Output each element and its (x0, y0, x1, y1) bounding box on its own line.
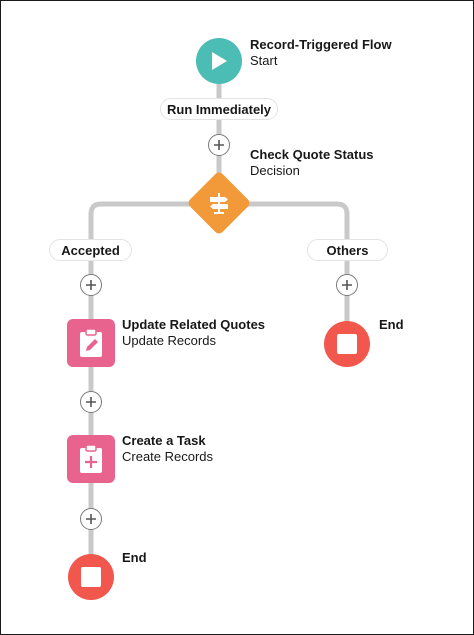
plus-icon (86, 514, 96, 524)
start-node[interactable] (196, 38, 242, 84)
create-records-subtitle: Create Records (122, 449, 214, 464)
stop-icon (81, 567, 101, 587)
update-records-subtitle: Update Records (122, 333, 216, 348)
add-element-button-after-create[interactable] (80, 508, 102, 530)
connector-others-branch (242, 201, 350, 341)
decision-subtitle: Decision (250, 163, 300, 178)
start-title: Record-Triggered Flow (250, 37, 392, 52)
connector-accepted-branch (88, 201, 196, 564)
create-records-label: Create a Task Create Records (122, 433, 213, 465)
end-label-others: End (379, 317, 404, 333)
decision-label: Check Quote Status Decision (250, 147, 374, 179)
create-records-node[interactable] (67, 435, 115, 483)
plus-icon (86, 280, 96, 290)
start-label: Record-Triggered Flow Start (250, 37, 392, 69)
end-node-others[interactable] (324, 321, 370, 367)
add-clipboard-icon (80, 444, 102, 473)
decision-title: Check Quote Status (250, 147, 374, 162)
end-label-accepted: End (122, 550, 147, 566)
plus-icon (86, 397, 96, 407)
add-element-button-others[interactable] (336, 274, 358, 296)
create-records-title: Create a Task (122, 433, 206, 448)
play-icon (212, 52, 227, 70)
add-element-button-accepted[interactable] (80, 274, 102, 296)
start-subtitle: Start (250, 53, 278, 68)
end-title-others: End (379, 317, 404, 332)
update-records-title: Update Related Quotes (122, 317, 266, 332)
trigger-label-pill[interactable]: Run Immediately (160, 98, 278, 120)
plus-icon (342, 280, 352, 290)
plus-icon (214, 140, 224, 150)
end-title-accepted: End (122, 550, 147, 565)
branch-label-others[interactable]: Others (307, 239, 388, 261)
add-element-button[interactable] (208, 134, 230, 156)
update-records-label: Update Related Quotes Update Records (122, 317, 265, 349)
branch-label-accepted[interactable]: Accepted (49, 239, 132, 261)
update-records-node[interactable] (67, 319, 115, 367)
stop-icon (337, 334, 357, 354)
edit-clipboard-icon (80, 328, 102, 357)
decision-icon (199, 183, 239, 223)
add-element-button-after-update[interactable] (80, 391, 102, 413)
end-node-accepted[interactable] (68, 554, 114, 600)
